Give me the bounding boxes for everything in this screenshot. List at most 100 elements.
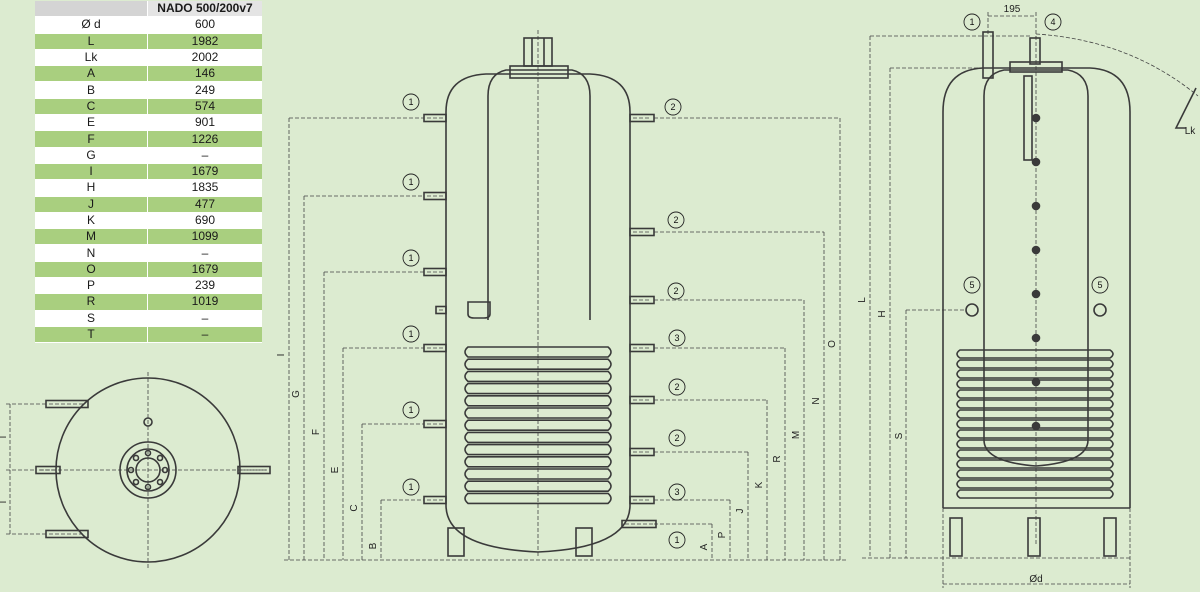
connection-marker <box>963 13 981 31</box>
dimension-key: T <box>35 326 148 344</box>
dimension-value: 1835 <box>147 179 262 197</box>
side-port <box>1031 201 1041 211</box>
top-connector <box>523 37 553 67</box>
side-coil <box>956 459 1114 469</box>
connection-number: 1 <box>969 17 974 27</box>
dimension-value: 690 <box>147 212 262 230</box>
dimension-label-lk: Lk <box>1185 126 1197 137</box>
left-nozzle <box>423 419 447 429</box>
flange-bolt <box>127 466 135 474</box>
side-foot <box>1103 517 1117 557</box>
connection-marker <box>667 282 685 300</box>
dimension-label-l: L <box>857 297 868 303</box>
connection-marker <box>664 98 682 116</box>
connection-number: 1 <box>408 482 413 492</box>
dimension-label: A <box>699 543 710 550</box>
side-coil <box>956 389 1114 399</box>
connection-number: 1 <box>408 329 413 339</box>
dimension-value: 600 <box>147 16 262 34</box>
connection-marker <box>668 378 686 396</box>
connection-number: 1 <box>674 535 679 545</box>
tank-foot <box>447 527 465 557</box>
left-nozzle <box>423 191 447 201</box>
dimension-label: B <box>368 542 379 549</box>
side-port <box>1031 157 1041 167</box>
heat-exchanger-coil <box>464 456 612 468</box>
connection-number: 2 <box>673 286 678 296</box>
top-flange-outer <box>119 441 177 499</box>
table-row: N– <box>35 244 262 262</box>
connection-marker <box>668 483 686 501</box>
connection-number: 5 <box>1097 280 1102 290</box>
dimension-value: – <box>147 244 262 262</box>
dimension-value: 1679 <box>147 261 262 279</box>
flange-bolt <box>156 478 164 486</box>
side-top-pipe-1 <box>982 31 994 79</box>
connection-number: 5 <box>969 280 974 290</box>
right-nozzle <box>629 395 655 405</box>
top-view-nozzle <box>237 465 271 475</box>
dimension-key: I <box>35 163 148 181</box>
dimension-label: E <box>330 466 341 473</box>
dimension-key: P <box>35 277 148 295</box>
left-nozzle <box>423 495 447 505</box>
dimension-key: B <box>35 81 148 99</box>
top-view-nozzle <box>45 529 89 539</box>
dimension-value: 1019 <box>147 293 262 311</box>
side-coil <box>956 439 1114 449</box>
dimension-value: 146 <box>147 65 262 83</box>
top-view-nozzle <box>45 399 89 409</box>
connection-marker <box>402 478 420 496</box>
dimension-value: 477 <box>147 196 262 213</box>
tank-foot <box>575 527 593 557</box>
connection-number: 2 <box>674 382 679 392</box>
right-nozzle <box>629 495 655 505</box>
heat-exchanger-coil <box>464 419 612 431</box>
side-anode-rod <box>1023 75 1033 161</box>
flange-bolt <box>156 454 164 462</box>
dimension-key: R <box>35 293 148 311</box>
side-coil <box>956 369 1114 379</box>
inner-tank <box>487 69 591 320</box>
heat-exchanger-coil <box>464 382 612 395</box>
top-flange <box>509 65 569 79</box>
dimension-label: J <box>735 509 746 514</box>
dimension-label: R <box>772 455 783 462</box>
heat-exchanger-coil <box>464 443 612 456</box>
side-coil <box>956 419 1114 429</box>
connection-number: 1 <box>408 253 413 263</box>
side-coil <box>956 429 1114 439</box>
side-foot <box>949 517 963 557</box>
connection-marker <box>402 325 420 343</box>
right-nozzle <box>629 113 655 123</box>
heat-exchanger-coil <box>464 468 612 480</box>
dimension-value: 574 <box>147 98 262 116</box>
connection-marker <box>963 276 981 294</box>
left-nozzle <box>423 267 447 277</box>
dimension-key: L <box>35 33 148 50</box>
connection-number: 2 <box>670 102 675 112</box>
connection-number: 4 <box>1050 17 1055 27</box>
dimension-label: K <box>754 481 765 488</box>
dimension-label: M <box>791 431 802 439</box>
dimension-key: F <box>35 130 148 148</box>
left-nozzle <box>423 113 447 123</box>
heat-exchanger-coil <box>464 407 612 419</box>
heat-exchanger-coil <box>464 358 612 370</box>
dimension-value: – <box>147 147 262 164</box>
heat-exchanger-coil <box>464 370 612 383</box>
dimension-key: K <box>35 212 148 230</box>
top-flange-core <box>135 457 161 483</box>
dimension-key: E <box>35 114 148 132</box>
side-top-pipe-4 <box>1029 37 1041 65</box>
dimension-value: 1099 <box>147 228 262 246</box>
